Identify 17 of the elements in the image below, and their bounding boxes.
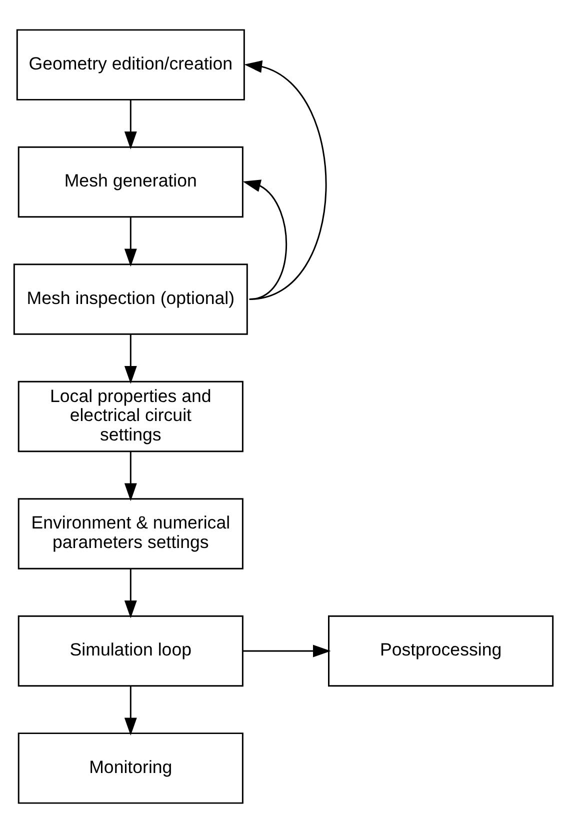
node-box: Geometry edition/creation xyxy=(16,29,245,100)
arrow xyxy=(124,217,137,267)
arrow xyxy=(244,60,327,300)
arrow xyxy=(124,568,137,618)
arrow xyxy=(124,686,137,736)
node-box: Mesh generation xyxy=(18,146,244,218)
node-box: Local properties and electrical circuit settings xyxy=(18,380,244,452)
node-box: Mesh inspection (optional) xyxy=(13,264,248,335)
node-box: Simulation loop xyxy=(18,615,244,687)
arrow xyxy=(124,334,137,384)
node-box: Environment & numerical parameters settings xyxy=(18,498,244,570)
arrow xyxy=(124,452,137,502)
arrow xyxy=(124,100,137,150)
arrow xyxy=(242,180,287,300)
node-box: Postprocessing xyxy=(328,615,554,687)
node-box: Monitoring xyxy=(18,732,244,804)
arrow xyxy=(242,644,331,658)
